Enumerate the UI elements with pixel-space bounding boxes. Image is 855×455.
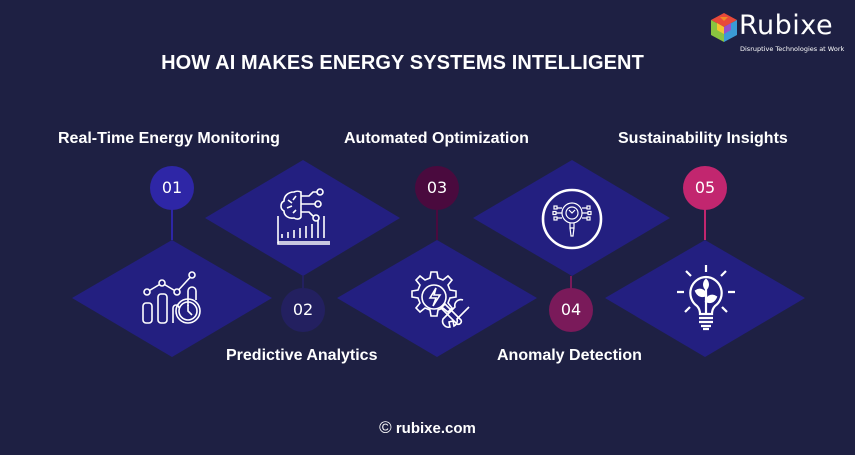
footer: © rubixe.com — [0, 418, 855, 438]
step-label-03: Automated Optimization — [344, 130, 529, 147]
gear-wrench-bolt-icon — [411, 271, 470, 328]
step-number-03: 03 — [415, 166, 459, 210]
brain-chart-icon — [277, 188, 330, 245]
step-label-04: Anomaly Detection — [497, 347, 642, 364]
diamond-top-2 — [473, 160, 670, 276]
step-number-05: 05 — [683, 166, 727, 210]
lightbulb-leaf-icon — [677, 265, 735, 331]
step-label-02: Predictive Analytics — [226, 347, 378, 364]
page-title: HOW AI MAKES ENERGY SYSTEMS INTELLIGENT — [161, 52, 644, 74]
diamond-bottom-1 — [72, 240, 272, 357]
logo-wordmark: Rubixe — [739, 10, 834, 41]
rubixe-logo: Rubixe Disruptive Technologies at Work — [709, 10, 849, 62]
copyright-icon: © — [379, 418, 392, 437]
footer-site-link[interactable]: rubixe.com — [395, 420, 476, 437]
step-label-01: Real-Time Energy Monitoring — [58, 130, 280, 147]
diamond-top-1 — [205, 160, 400, 276]
logo-tagline: Disruptive Technologies at Work — [740, 45, 845, 53]
step-number-01: 01 — [150, 166, 194, 210]
magnifier-circuit-icon — [541, 188, 603, 250]
logo-cube-icon — [711, 13, 737, 42]
step-number-02: 02 — [281, 288, 325, 332]
step-label-05: Sustainability Insights — [618, 130, 788, 147]
step-number-04: 04 — [549, 288, 593, 332]
chart-clock-icon — [142, 271, 201, 324]
